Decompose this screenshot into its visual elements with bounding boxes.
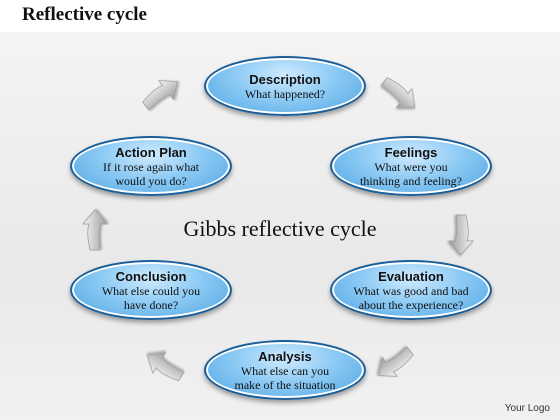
logo-placeholder: Your Logo [504,403,550,414]
node-title: Analysis [258,348,312,364]
node-text: What were you thinking and feeling? [360,159,462,188]
node-text: What happened? [244,86,326,101]
node-title: Action Plan [115,144,187,160]
node-description: Description What happened? [204,56,366,116]
arrow-icon [82,209,108,251]
node-title: Conclusion [115,268,187,284]
arrow-icon [448,214,474,256]
node-conclusion: Conclusion What else could you have done… [70,260,232,320]
node-title: Evaluation [378,268,444,284]
arrow-icon [378,346,414,377]
diagram-title: Gibbs reflective cycle [183,216,377,241]
node-text: If it rose again what would you do? [103,159,199,188]
page-title: Reflective cycle [22,4,147,25]
node-title: Feelings [384,144,438,160]
arrow-icon [142,80,178,111]
node-evaluation: Evaluation What was good and bad about t… [330,260,492,320]
node-text: What else can you make of the situation [234,363,336,392]
node-text: What else could you have done? [101,283,201,312]
node-analysis: Analysis What else can you make of the s… [204,340,366,400]
arrow-icon [380,77,416,108]
arrow-icon [146,352,185,382]
node-feelings: Feelings What were you thinking and feel… [330,136,492,196]
node-text: What was good and bad about the experien… [353,283,469,312]
node-title: Description [249,71,321,87]
node-action-plan: Action Plan If it rose again what would … [70,136,232,196]
